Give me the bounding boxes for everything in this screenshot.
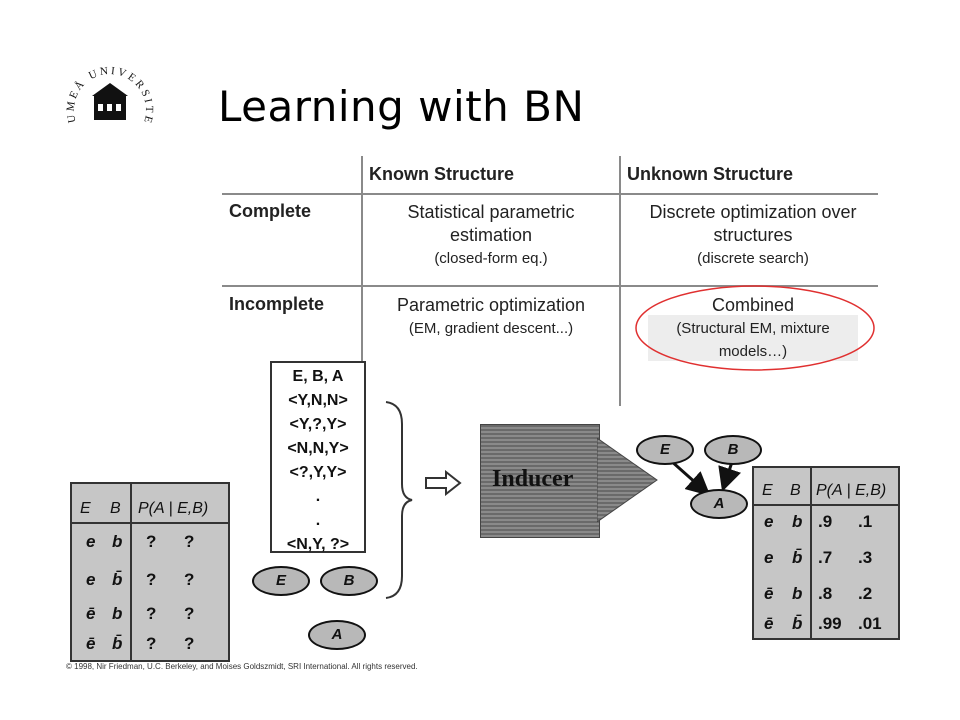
right-cpt-cell: .7: [818, 548, 833, 567]
right-cpt-cell: b: [792, 584, 803, 603]
right-cpt-cell: .1: [858, 512, 873, 531]
left-cpt-cell: ē: [86, 604, 96, 623]
right-cpt-cell: ē: [764, 584, 774, 603]
left-cpt-header-p: P(A | E,B): [138, 500, 209, 517]
right-cpt-cell: .9: [818, 512, 833, 531]
incomplete-unknown-sub2: models…): [718, 343, 788, 360]
col-header-known: Known Structure: [369, 164, 515, 184]
incomplete-unknown-cell: Combined (Structural EM, mixture models……: [623, 294, 883, 363]
right-cpt-header-p: P(A | E,B): [816, 482, 887, 499]
curly-brace: [385, 401, 413, 599]
incomplete-known-sub: (EM, gradient descent...): [408, 320, 574, 337]
right-cpt-header-b: B: [790, 482, 801, 499]
table-row-rule: [222, 285, 878, 287]
col-header-unknown: Unknown Structure: [627, 164, 794, 184]
left-cpt-cell: ?: [146, 634, 157, 653]
inducer-box: [480, 424, 600, 538]
data-list-ellipsis: .: [315, 512, 321, 529]
data-list-ellipsis: .: [315, 488, 321, 505]
inducer-arrow-head: [597, 438, 658, 522]
left-cpt-cell: ?: [146, 570, 157, 589]
right-cpt-cell: .8: [818, 584, 833, 603]
node-a-right: A: [690, 489, 748, 519]
slide-title: Learning with BN: [218, 82, 585, 131]
left-cpt-cell: ?: [184, 570, 195, 589]
right-cpt-table: E B P(A | E,B) e b .9 .1 e b̄ .7 .3 ē b …: [752, 466, 900, 640]
complete-known-line2: estimation: [449, 225, 533, 245]
complete-unknown-line1: Discrete optimization over: [649, 202, 857, 222]
inducer-label: Inducer: [492, 466, 574, 492]
node-e-left: E: [252, 566, 310, 596]
right-cpt-header-e: E: [762, 482, 773, 499]
left-cpt-cell: ?: [184, 634, 195, 653]
left-cpt-cell: ?: [184, 532, 195, 551]
right-cpt-cell: b̄: [792, 614, 803, 633]
incomplete-unknown-line1: Combined: [711, 295, 795, 315]
left-cpt-cell: ?: [184, 604, 195, 623]
complete-unknown-line2: structures: [713, 225, 793, 245]
left-cpt-cell: b̄: [112, 570, 123, 589]
left-cpt-cell: b: [112, 604, 123, 623]
complete-unknown-sub: (discrete search): [697, 250, 809, 267]
left-cpt-cell: ?: [146, 604, 157, 623]
left-cpt-header-e: E: [80, 500, 91, 517]
hollow-arrow-icon: [425, 470, 462, 496]
right-cpt-cell: ē: [764, 614, 774, 633]
node-a-left: A: [308, 620, 366, 650]
left-cpt-cell: e: [86, 570, 96, 589]
complete-unknown-cell: Discrete optimization over structures (d…: [623, 201, 883, 270]
highlight-ellipse: [635, 285, 875, 371]
right-cpt-cell: .01: [858, 614, 882, 633]
complete-known-cell: Statistical parametric estimation (close…: [365, 201, 617, 270]
copyright-text: © 1998, Nir Friedman, U.C. Berkeley, and…: [66, 662, 418, 671]
right-cpt-cell: e: [764, 548, 774, 567]
data-list-item: <Y,?,Y>: [289, 416, 347, 433]
data-list-header: E, B, A: [292, 368, 344, 385]
right-cpt-cell: .99: [818, 614, 842, 633]
right-network-edges: [669, 458, 742, 496]
university-logo: UMEÅ UNIVERSITET: [60, 60, 152, 126]
right-cpt-cell: .3: [858, 548, 873, 567]
left-cpt-cell: ?: [146, 532, 157, 551]
node-e-right: E: [636, 435, 694, 465]
complete-known-line1: Statistical parametric: [407, 202, 575, 222]
node-b-left: B: [320, 566, 378, 596]
table-header-rule: [222, 193, 878, 195]
row-label-complete: Complete: [229, 201, 312, 221]
left-cpt-cell: ē: [86, 634, 96, 653]
right-cpt-cell: .2: [858, 584, 873, 603]
left-cpt-header-b: B: [110, 500, 121, 517]
left-cpt-cell: b̄: [112, 634, 123, 653]
right-cpt-cell: b̄: [792, 548, 803, 567]
row-label-incomplete: Incomplete: [229, 294, 325, 314]
node-b-right: B: [704, 435, 762, 465]
right-cpt-cell: e: [764, 512, 774, 531]
left-cpt-table: E B P(A | E,B) e b ? ? e b̄ ? ? ē b ? ? …: [70, 482, 230, 662]
right-cpt-cell: b: [792, 512, 803, 531]
incomplete-unknown-sub1: (Structural EM, mixture: [676, 320, 830, 337]
left-cpt-cell: e: [86, 532, 96, 551]
incomplete-unknown-shade: [648, 315, 858, 361]
data-list-item: <N,Y, ?>: [286, 536, 350, 553]
data-list-item: <Y,N,N>: [288, 392, 348, 409]
complete-known-sub: (closed-form eq.): [434, 250, 548, 267]
data-list-item: <N,N,Y>: [287, 440, 349, 457]
left-cpt-cell: b: [112, 532, 123, 551]
data-list-item: <?,Y,Y>: [289, 464, 347, 481]
data-list: E, B, A <Y,N,N> <Y,?,Y> <N,N,Y> <?,Y,Y> …: [270, 361, 366, 553]
incomplete-known-cell: Parametric optimization (EM, gradient de…: [365, 294, 617, 340]
table-col-rule-1: [361, 156, 363, 362]
table-col-rule-2: [619, 156, 621, 406]
incomplete-known-line1: Parametric optimization: [396, 295, 586, 315]
